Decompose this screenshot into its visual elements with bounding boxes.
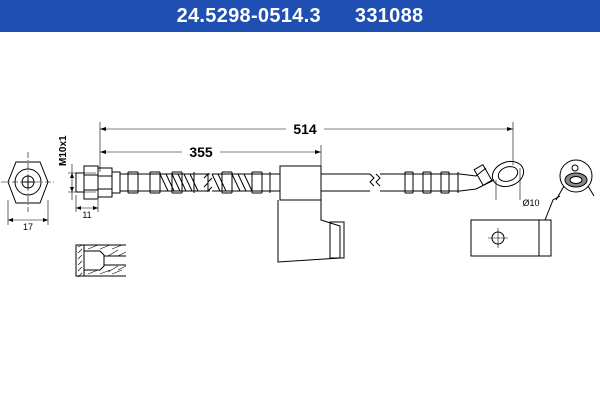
partial-length-label: 355 [189, 144, 213, 160]
brake-hose [120, 164, 495, 194]
overall-length-dimension [99, 120, 514, 172]
banjo-side-view [555, 159, 595, 201]
left-fitting [75, 165, 121, 200]
title-bar: 24.5298-0514.3 331088 [0, 0, 600, 32]
part-number: 24.5298-0514.3 [176, 4, 321, 27]
technical-drawing: 17 M10x1 514 355 [1, 120, 595, 278]
hex-width-label: 17 [23, 222, 33, 232]
banjo-eye [491, 160, 525, 200]
hex-end-view [1, 152, 56, 225]
overall-length-label: 514 [293, 121, 317, 137]
eye-diameter-label: Ø10 [522, 198, 539, 208]
thread-label: M10x1 [58, 135, 69, 166]
partial-length-dimension [100, 144, 322, 168]
fitting-length-dimension [75, 195, 99, 212]
reference-number: 331088 [354, 4, 424, 27]
right-bracket-plate [470, 195, 561, 257]
center-bracket [277, 165, 345, 263]
thread-dimension [68, 164, 96, 200]
fitting-section-detail [75, 244, 127, 278]
fitting-length-label: 11 [82, 210, 91, 220]
